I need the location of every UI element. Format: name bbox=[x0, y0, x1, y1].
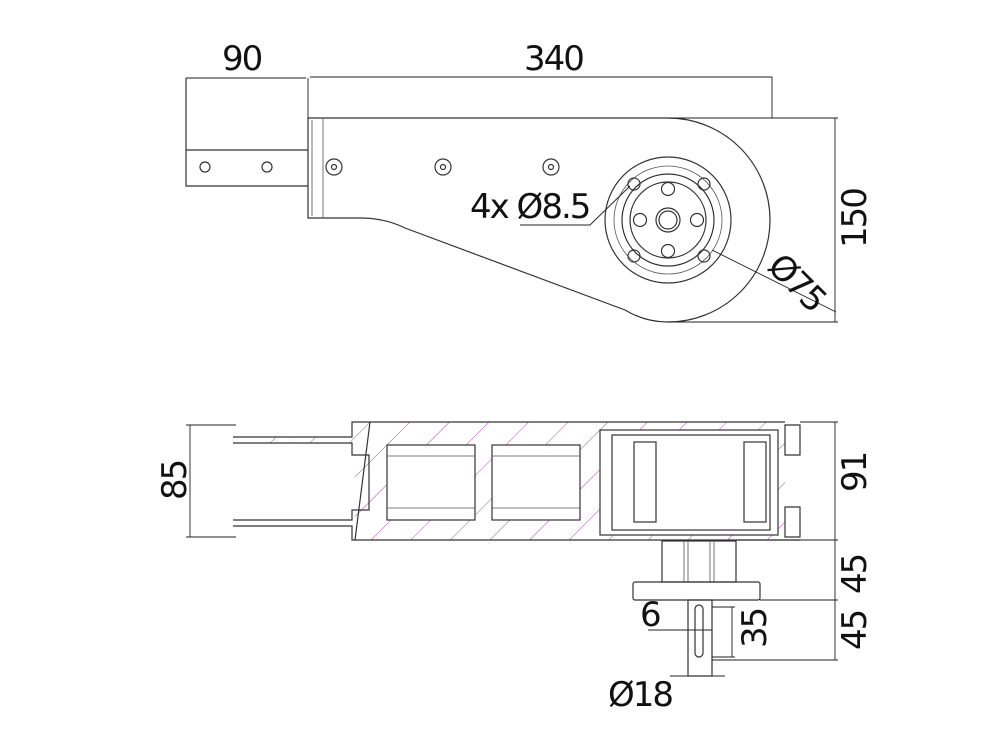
section-view: 85 91 45 45 6 35 Ø18 bbox=[155, 421, 875, 715]
dim-bracket-width: 90 bbox=[222, 39, 262, 79]
dim-arm-length: 340 bbox=[524, 39, 583, 79]
cavity bbox=[386, 444, 476, 521]
arm-outline bbox=[307, 117, 771, 323]
arm-holes bbox=[325, 158, 560, 176]
bearing bbox=[633, 441, 657, 523]
dim-bracket-height: 85 bbox=[155, 461, 195, 500]
dim-height: 150 bbox=[835, 189, 875, 248]
hole-callout: 4x Ø8.5 bbox=[470, 187, 589, 227]
top-view: 90 340 150 4x Ø8.5 Ø75 bbox=[185, 39, 875, 323]
flange bbox=[604, 156, 732, 284]
dim-key-width: 6 bbox=[640, 595, 660, 635]
dim-hub-height: 45 bbox=[835, 555, 875, 594]
bracket-hole bbox=[199, 161, 211, 173]
mount-bracket bbox=[185, 78, 308, 187]
section-dimensions: 85 91 45 45 6 35 Ø18 bbox=[155, 421, 875, 715]
dim-key-length: 35 bbox=[735, 609, 775, 648]
cavity bbox=[491, 444, 581, 521]
hatched-section bbox=[236, 422, 785, 540]
top-dimensions: 90 340 150 4x Ø8.5 Ø75 bbox=[186, 39, 875, 323]
flange-diameter: Ø75 bbox=[760, 246, 834, 320]
shaft-assembly bbox=[632, 540, 761, 677]
bearing-housing bbox=[599, 429, 779, 536]
dim-body-height: 91 bbox=[835, 453, 875, 492]
bearing bbox=[743, 441, 767, 523]
bracket-hole bbox=[261, 161, 273, 173]
dim-shaft-height: 45 bbox=[835, 611, 875, 650]
shaft-diameter: Ø18 bbox=[608, 675, 672, 715]
